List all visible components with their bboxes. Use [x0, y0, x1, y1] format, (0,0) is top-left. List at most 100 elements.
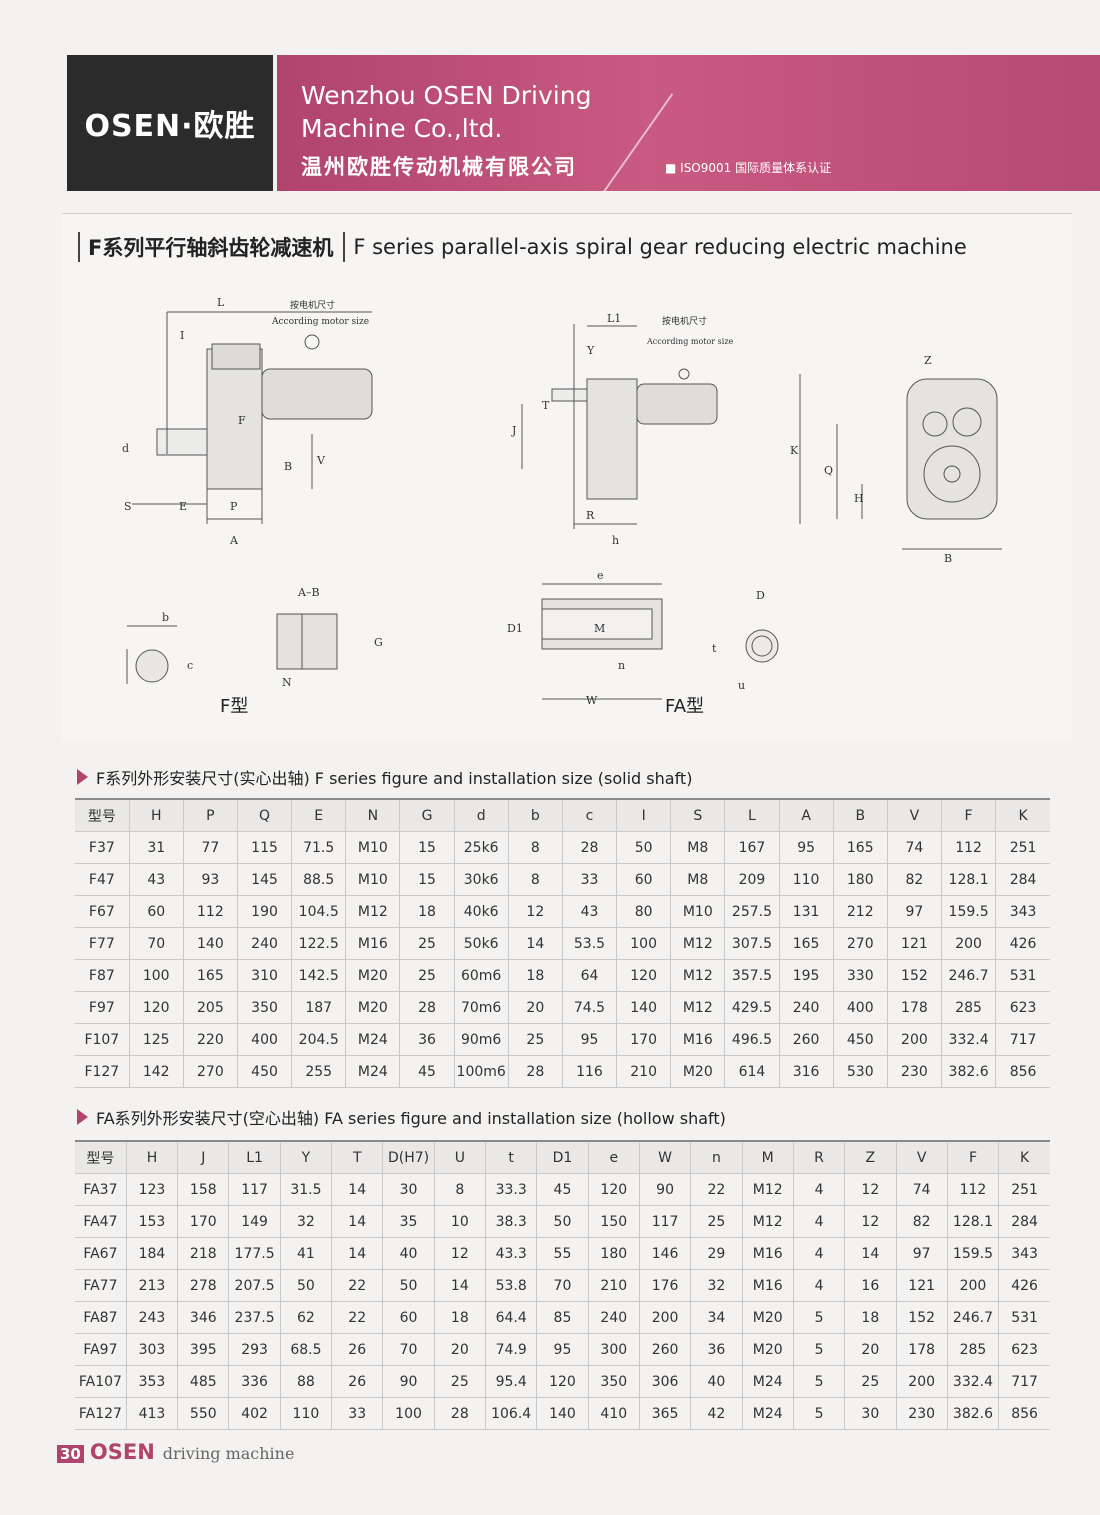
table-cell: M16 — [670, 1023, 726, 1056]
table-cell: 40 — [690, 1365, 743, 1398]
table-cell: 12 — [844, 1173, 897, 1206]
fa-motor-size-zh: 按电机尺寸 — [662, 315, 707, 327]
fa-side-view-drawing: L1 Y T J R h 按电机尺寸 According motor size — [511, 312, 734, 547]
column-header: G — [399, 798, 455, 832]
page-header: OSEN·欧胜 Wenzhou OSEN Driving Machine Co.… — [67, 55, 1100, 193]
f-shaft-detail-drawing: b c A–B G N F型 — [126, 586, 383, 717]
label-G: G — [374, 636, 383, 649]
table-cell: M16 — [742, 1269, 794, 1302]
column-header: D(H7) — [382, 1140, 435, 1174]
table-cell: 353 — [126, 1365, 179, 1398]
table-cell: 120 — [588, 1173, 640, 1206]
column-header: V — [887, 798, 943, 832]
table-cell: 25 — [399, 927, 455, 960]
table-cell: 95 — [562, 1023, 618, 1056]
table-cell: 100 — [382, 1397, 435, 1430]
table-cell: 100m6 — [454, 1055, 509, 1088]
column-header: T — [331, 1140, 384, 1174]
table-cell: 50 — [616, 831, 672, 864]
model-cell: F37 — [75, 831, 130, 864]
table-cell: M20 — [670, 1055, 726, 1088]
table-cell: 45 — [399, 1055, 455, 1088]
model-cell: F97 — [75, 991, 130, 1024]
table-cell: 28 — [562, 831, 618, 864]
table-cell: 856 — [995, 1055, 1050, 1088]
column-header: A — [779, 798, 834, 832]
table-cell: 121 — [896, 1269, 948, 1302]
column-header: t — [485, 1140, 538, 1174]
table-cell: 240 — [779, 991, 834, 1024]
table-cell: 128.1 — [947, 1205, 1000, 1238]
company-name-en-line2: Machine Co.,ltd. — [301, 114, 503, 143]
table-cell: 40k6 — [454, 895, 509, 928]
table-cell: 42 — [690, 1397, 743, 1430]
table-cell: 74.9 — [485, 1333, 538, 1366]
table-cell: 53.8 — [485, 1269, 538, 1302]
table-cell: 332.4 — [947, 1365, 1000, 1398]
table-cell: 165 — [183, 959, 238, 992]
table-cell: 90 — [639, 1173, 692, 1206]
table-cell: 117 — [639, 1205, 692, 1238]
table-cell: 149 — [228, 1205, 281, 1238]
table-cell: 33.3 — [485, 1173, 538, 1206]
column-header: 型号 — [75, 798, 130, 832]
label-I: I — [180, 329, 184, 342]
table-cell: 158 — [177, 1173, 230, 1206]
table-cell: 4 — [793, 1173, 846, 1206]
column-header: W — [639, 1140, 692, 1174]
table-cell: 167 — [724, 831, 780, 864]
label-J: J — [511, 424, 516, 437]
table-cell: 82 — [887, 863, 943, 896]
table-cell: 53.5 — [562, 927, 618, 960]
table-cell: 41 — [280, 1237, 333, 1270]
table-cell: 25 — [844, 1365, 897, 1398]
label-D: D — [756, 589, 765, 602]
table-cell: 300 — [588, 1333, 640, 1366]
table-cell: 88 — [280, 1365, 333, 1398]
table-cell: 357.5 — [724, 959, 780, 992]
table-cell: 43 — [562, 895, 618, 928]
table-cell: 251 — [998, 1173, 1050, 1206]
table-cell: 32 — [280, 1205, 333, 1238]
table-cell: 62 — [280, 1301, 333, 1334]
table-cell: 14 — [331, 1205, 384, 1238]
table-cell: 18 — [399, 895, 455, 928]
table-cell: 243 — [126, 1301, 179, 1334]
table-cell: 336 — [228, 1365, 281, 1398]
table-cell: 284 — [998, 1205, 1050, 1238]
table-cell: 350 — [588, 1365, 640, 1398]
table-cell: 110 — [280, 1397, 333, 1430]
table-cell: 140 — [616, 991, 672, 1024]
table-cell: 316 — [779, 1055, 834, 1088]
table-cell: 22 — [331, 1301, 384, 1334]
table-cell: 26 — [331, 1333, 384, 1366]
table-cell: 285 — [941, 991, 997, 1024]
table-cell: 97 — [887, 895, 943, 928]
table-cell: 426 — [995, 927, 1050, 960]
table-cell: 496.5 — [724, 1023, 780, 1056]
table-cell: 26 — [331, 1365, 384, 1398]
motor-size-en: According motor size — [271, 317, 369, 327]
table-cell: 28 — [434, 1397, 487, 1430]
table-cell: 18 — [508, 959, 563, 992]
table-cell: 187 — [291, 991, 347, 1024]
table-cell: 176 — [639, 1269, 692, 1302]
table-cell: 112 — [947, 1173, 1000, 1206]
table-cell: 145 — [237, 863, 293, 896]
table-cell: 270 — [833, 927, 888, 960]
table-cell: 5 — [793, 1397, 846, 1430]
column-header: E — [291, 798, 347, 832]
table-cell: M16 — [345, 927, 401, 960]
table-cell: 74.5 — [562, 991, 618, 1024]
table-cell: 28 — [508, 1055, 563, 1088]
table-cell: 32 — [690, 1269, 743, 1302]
model-cell: F127 — [75, 1055, 130, 1088]
table-cell: 142 — [129, 1055, 184, 1088]
label-K: K — [790, 444, 799, 457]
column-header: Z — [844, 1140, 897, 1174]
